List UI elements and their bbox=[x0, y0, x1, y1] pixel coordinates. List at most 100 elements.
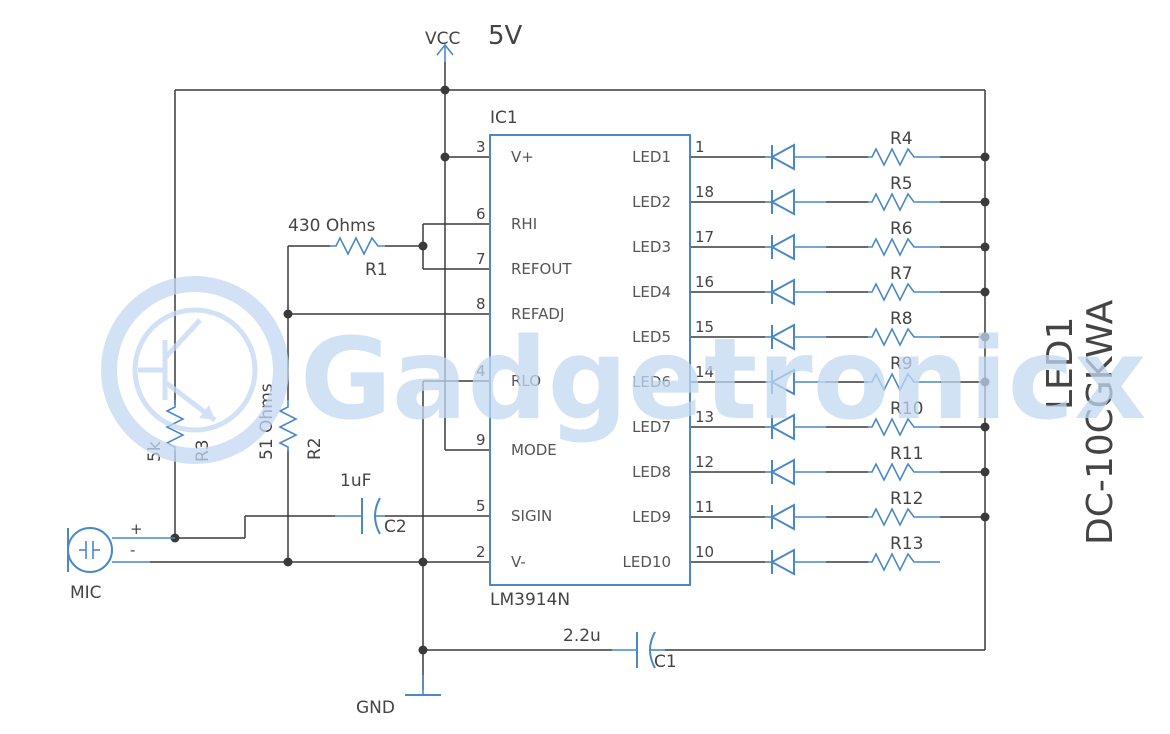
mic-label: MIC bbox=[70, 583, 102, 603]
resistor-ref: R13 bbox=[890, 534, 923, 554]
pin-label: RHI bbox=[511, 215, 537, 233]
r1-value: 430 Ohms bbox=[288, 216, 376, 236]
resistor-r1: 430 Ohms R1 bbox=[288, 216, 388, 280]
led-row: R7 bbox=[765, 264, 940, 306]
resistor-ref: R8 bbox=[890, 309, 913, 329]
led-array-ref: LED1 bbox=[1040, 317, 1081, 410]
led-row: R8 bbox=[765, 309, 940, 351]
r2-ref: R2 bbox=[305, 437, 325, 460]
c2-ref: C2 bbox=[384, 517, 407, 537]
mic-plus: + bbox=[130, 520, 143, 538]
resistor-ref: R6 bbox=[890, 219, 913, 239]
pin-number: 2 bbox=[476, 543, 486, 561]
led-array-label: LED1 DC-10CGKWA bbox=[1040, 299, 1121, 545]
pin-number: 12 bbox=[695, 453, 714, 471]
resistor-icon bbox=[868, 552, 940, 572]
resistor-icon bbox=[868, 372, 940, 392]
led-row: R10 bbox=[765, 399, 940, 441]
capacitor-c1: 2.2u C1 bbox=[563, 626, 677, 672]
pin-number: 16 bbox=[695, 273, 714, 291]
ic-part: LM3914N bbox=[490, 590, 570, 610]
pin-label: LED7 bbox=[632, 418, 671, 436]
resistor-ref: R9 bbox=[890, 354, 913, 374]
resistor-icon bbox=[868, 147, 940, 167]
pin-label: V- bbox=[511, 553, 526, 571]
c2-value: 1uF bbox=[340, 471, 371, 491]
led-diode-icon bbox=[769, 503, 795, 531]
led-diode-icon bbox=[769, 548, 795, 576]
resistor-ref: R10 bbox=[890, 399, 923, 419]
pin-label: LED6 bbox=[632, 373, 671, 391]
vcc-label: VCC bbox=[425, 29, 460, 49]
watermark: Gadgetronicx bbox=[101, 276, 1146, 464]
pin-label: LED3 bbox=[632, 238, 671, 256]
resistor-icon bbox=[868, 417, 940, 437]
pin-number: 18 bbox=[695, 183, 714, 201]
pin-label: LED10 bbox=[623, 553, 671, 571]
resistor-ref: R11 bbox=[890, 444, 923, 464]
pin-label: MODE bbox=[511, 441, 557, 459]
led-row: R4 bbox=[765, 129, 940, 171]
resistor-icon bbox=[868, 282, 940, 302]
vcc-value: 5V bbox=[488, 21, 523, 51]
pin-label: RLO bbox=[511, 372, 541, 390]
pin-label: REFADJ bbox=[511, 305, 564, 323]
led-diode-icon bbox=[769, 233, 795, 261]
led-diode-icon bbox=[769, 458, 795, 486]
pin-number: 7 bbox=[476, 250, 486, 268]
led-row: R6 bbox=[765, 219, 940, 261]
pin-number: 9 bbox=[476, 431, 486, 449]
c1-ref: C1 bbox=[654, 652, 677, 672]
pin-number: 10 bbox=[695, 543, 714, 561]
pin-number: 4 bbox=[476, 362, 486, 380]
pin-number: 13 bbox=[695, 408, 714, 426]
resistor-ref: R12 bbox=[890, 489, 923, 509]
resistor-ref: R5 bbox=[890, 174, 913, 194]
pin-number: 6 bbox=[476, 205, 486, 223]
wires bbox=[150, 62, 986, 690]
mic-minus: - bbox=[130, 541, 135, 559]
c1-value: 2.2u bbox=[563, 626, 601, 646]
gnd-symbol: GND bbox=[356, 675, 441, 718]
pin-label: LED2 bbox=[632, 193, 671, 211]
pin-label: LED5 bbox=[632, 328, 671, 346]
pin-number: 1 bbox=[695, 138, 705, 156]
ic-right-pins: 1LED118LED217LED316LED415LED514LED613LED… bbox=[623, 138, 715, 571]
led-row: R13 bbox=[765, 534, 940, 576]
pin-label: REFOUT bbox=[511, 260, 572, 278]
pin-number: 8 bbox=[476, 295, 486, 313]
led-array-part: DC-10CGKWA bbox=[1080, 299, 1121, 545]
ic-lm3914: IC1 LM3914N 3V+6RHI7REFOUT8REFADJ4RLO9MO… bbox=[476, 108, 714, 610]
resistor-icon bbox=[868, 507, 940, 527]
pin-number: 5 bbox=[476, 497, 486, 515]
pin-number: 15 bbox=[695, 318, 714, 336]
r1-ref: R1 bbox=[365, 260, 388, 280]
pin-number: 14 bbox=[695, 363, 714, 381]
led-diode-icon bbox=[769, 278, 795, 306]
pin-number: 11 bbox=[695, 498, 714, 516]
resistor-icon bbox=[868, 462, 940, 482]
watermark-logo-icon bbox=[101, 276, 289, 464]
junction-dots bbox=[170, 85, 990, 655]
pin-number: 3 bbox=[476, 138, 486, 156]
pin-label: LED8 bbox=[632, 463, 671, 481]
pin-label: V+ bbox=[511, 148, 534, 166]
led-row: R11 bbox=[765, 444, 940, 486]
gnd-label: GND bbox=[356, 698, 395, 718]
resistor-icon bbox=[868, 237, 940, 257]
watermark-text: Gadgetronicx bbox=[300, 315, 1146, 445]
vcc-symbol: VCC 5V bbox=[425, 21, 523, 62]
microphone: + - MIC bbox=[67, 520, 175, 603]
resistor-ref: R4 bbox=[890, 129, 913, 149]
pin-label: SIGIN bbox=[511, 507, 552, 525]
resistor-icon bbox=[868, 327, 940, 347]
led-row: R9 bbox=[765, 354, 940, 396]
led-row: R5 bbox=[765, 174, 940, 216]
led-row: R12 bbox=[765, 489, 940, 531]
led-diode-icon bbox=[769, 188, 795, 216]
pin-label: LED9 bbox=[632, 508, 671, 526]
pin-label: LED4 bbox=[632, 283, 671, 301]
